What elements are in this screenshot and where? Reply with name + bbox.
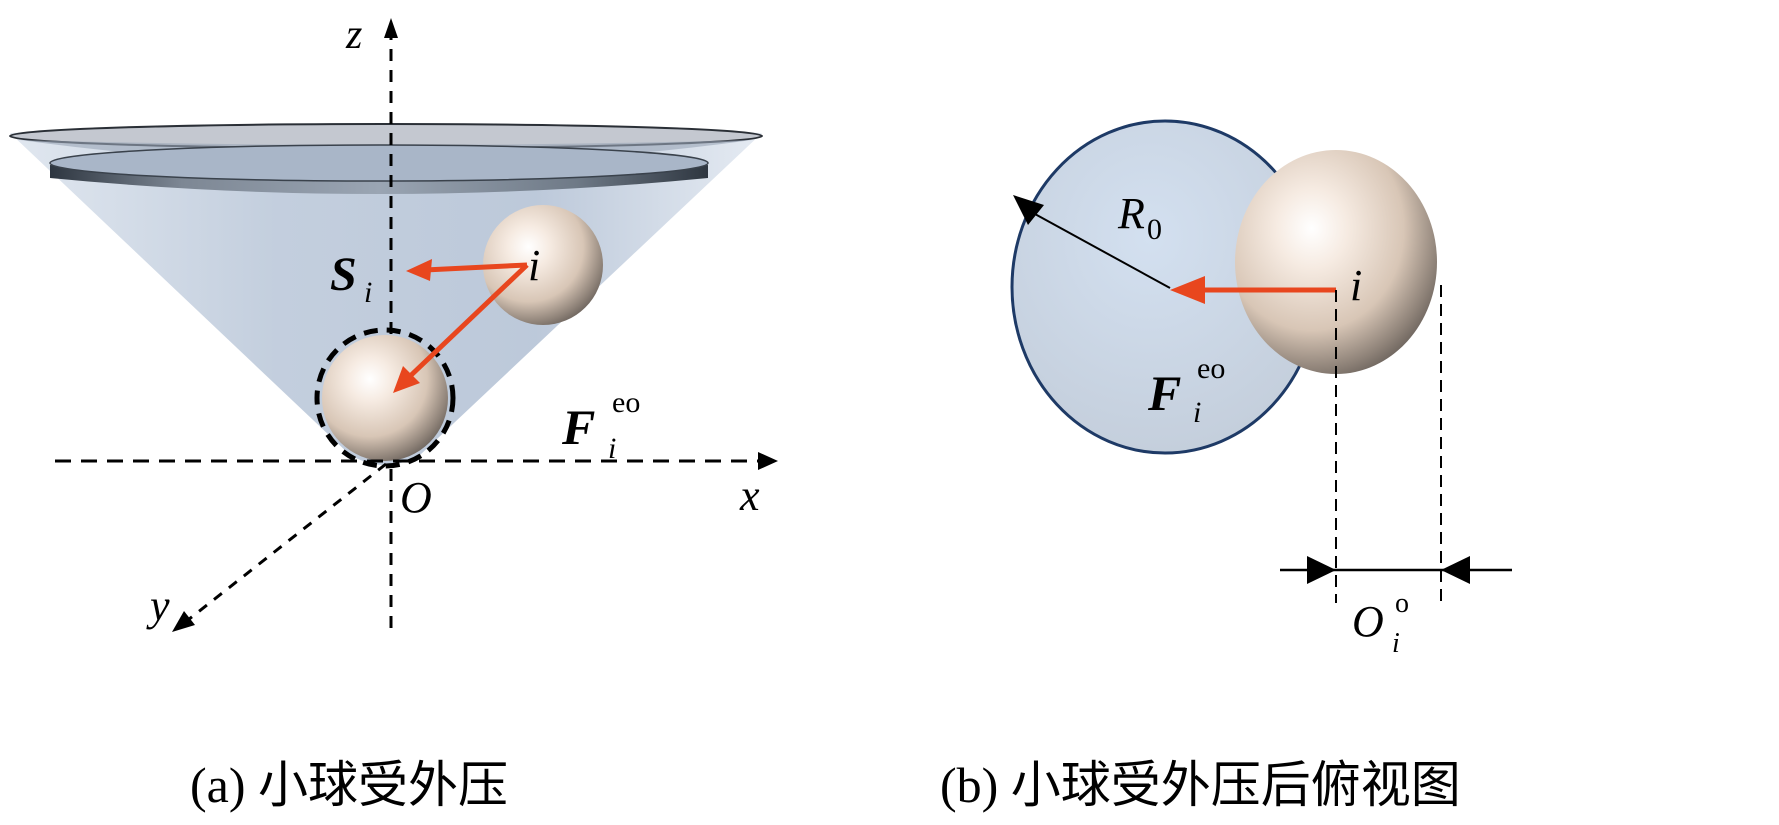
inner-disk-top <box>49 144 709 182</box>
vector-f-top-superscript: eo <box>1197 352 1225 385</box>
caption-b: (b) 小球受外压后俯视图 <box>940 757 1461 813</box>
caption-a: (a) 小球受外压 <box>190 757 508 813</box>
radius-label: R <box>1117 189 1145 238</box>
z-axis-label: z <box>345 12 362 58</box>
vector-f-arrowhead <box>393 366 420 393</box>
bottom-ball <box>322 335 448 461</box>
origin-label: O <box>400 473 432 522</box>
offset-subscript: i <box>1392 628 1400 659</box>
dim-arrowhead-right <box>1441 556 1470 584</box>
vector-s-subscript: i <box>364 276 372 309</box>
y-axis-label: y <box>146 581 170 630</box>
y-axis-arrowhead <box>172 611 195 632</box>
offset-superscript: o <box>1395 588 1409 619</box>
vector-f-top-arrowhead <box>1170 276 1205 304</box>
radius-line <box>1023 207 1171 289</box>
vector-f-top-label: F <box>1147 365 1181 421</box>
x-axis-label: x <box>739 471 760 520</box>
panel-b: R 0 i F i eo O i o <box>1010 119 1512 659</box>
vector-s-arrowhead <box>406 259 432 281</box>
vector-f-subscript: i <box>608 432 616 465</box>
vector-f-label: F <box>561 399 595 455</box>
vector-f-superscript: eo <box>612 386 640 419</box>
dim-arrowhead-left <box>1307 556 1336 584</box>
cone-body <box>10 124 762 465</box>
vector-s-label: S <box>330 248 357 301</box>
x-axis-arrowhead <box>758 452 778 470</box>
z-axis-arrowhead <box>384 18 398 38</box>
ball-i-top-label: i <box>1350 261 1362 310</box>
offset-label: O <box>1352 597 1384 646</box>
panel-a: z i S i F i eo x y O <box>9 12 778 632</box>
vector-s-arrow <box>424 262 528 273</box>
ball-i-label: i <box>528 241 540 290</box>
radius-subscript: 0 <box>1147 213 1162 246</box>
ball-i-top-view <box>1235 150 1437 374</box>
vector-f-arrow <box>404 263 529 382</box>
vector-f-top-subscript: i <box>1193 396 1201 429</box>
inner-disk-side <box>50 165 708 194</box>
y-axis <box>187 462 387 622</box>
radius-arrowhead <box>1013 195 1044 225</box>
bottom-ball-dashed-outline <box>314 327 456 469</box>
ball-i <box>483 205 603 325</box>
